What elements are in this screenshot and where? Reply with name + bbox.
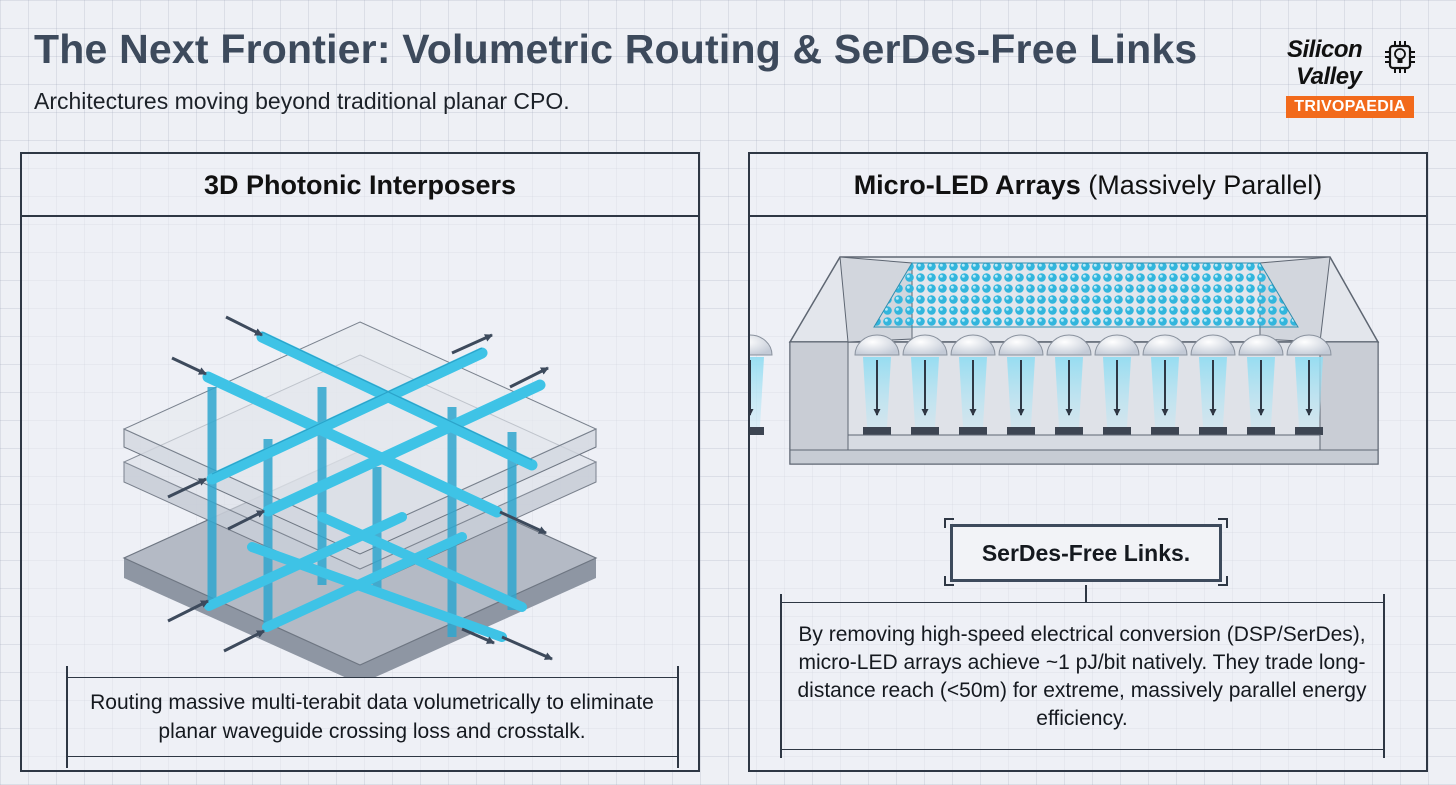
bracket-tick	[780, 594, 782, 758]
glass-layer-upper	[122, 321, 598, 555]
page-title: The Next Frontier: Volumetric Routing & …	[34, 26, 1198, 72]
callout-corner	[1218, 576, 1228, 586]
interposer-diagram	[122, 315, 598, 677]
panel-heading: 3D Photonic Interposers	[22, 154, 698, 217]
brand-logo: Silicon Valley TRIVOPAEDIA	[1284, 36, 1418, 122]
callout-corner	[1218, 518, 1228, 528]
page-subtitle: Architectures moving beyond traditional …	[34, 88, 570, 114]
panel-heading-rest: (Massively Parallel)	[1080, 170, 1323, 200]
panel-micro-led-arrays: Micro-LED Arrays (Massively Parallel)	[748, 152, 1428, 772]
micro-led-caption: By removing high-speed electrical conver…	[780, 602, 1384, 750]
panel-3d-photonic-interposers: 3D Photonic Interposers	[20, 152, 700, 772]
signal-arrows	[167, 315, 553, 661]
lens-row	[750, 335, 1331, 435]
chip-lightbulb-icon	[1385, 41, 1415, 73]
logo-band: TRIVOPAEDIA	[1286, 96, 1414, 118]
led-emitter-field	[873, 262, 1299, 328]
logo-line-2: Valley	[1296, 63, 1362, 90]
serdes-free-callout: SerDes-Free Links.	[950, 524, 1222, 582]
panel-heading-text: 3D Photonic Interposers	[203, 170, 517, 200]
callout-corner	[944, 518, 954, 528]
callout-connector	[1085, 585, 1087, 602]
bracket-tick	[677, 666, 679, 768]
detector-substrate	[847, 434, 1321, 451]
interposer-caption: Routing massive multi-terabit data volum…	[66, 677, 678, 757]
lower-waveguides	[204, 512, 527, 642]
panel-heading: Micro-LED Arrays (Massively Parallel)	[750, 154, 1426, 217]
panel-heading-bold: Micro-LED Arrays	[853, 170, 1081, 200]
logo-line-1: Silicon	[1287, 36, 1363, 63]
upper-waveguides	[202, 331, 546, 518]
micro-led-diagram	[750, 256, 1380, 465]
bracket-tick	[1383, 594, 1385, 758]
bracket-tick	[66, 666, 68, 768]
callout-corner	[944, 576, 954, 586]
